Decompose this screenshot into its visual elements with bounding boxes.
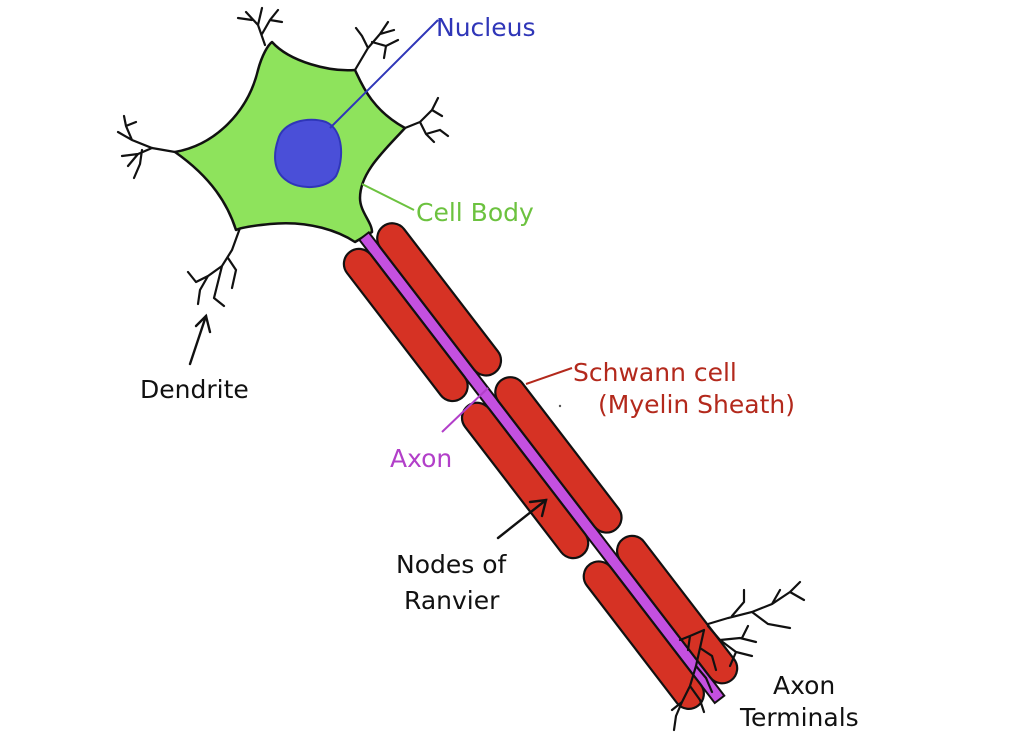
nucleus-leader-line [329,19,439,129]
axon-terminals-label-line1: Axon [773,671,836,700]
dendrite-arrow [188,313,212,366]
schwann-cell-label: Schwann cell [573,358,737,387]
nodes-of-ranvier-label-line2: Ranvier [404,586,500,615]
stray-dot [558,404,562,408]
axon-terminals-label-line2: Terminals [740,703,859,732]
myelin-segment-1 [342,222,503,403]
axon [342,222,739,710]
nucleus-shape [274,118,343,188]
axon-terminal-branches [670,580,806,732]
nodes-of-ranvier-label-line1: Nodes of [396,550,507,579]
axon-leader-line [441,387,489,433]
myelin-sheath-label: (Myelin Sheath) [598,390,795,419]
axon-label: Axon [390,444,453,473]
myelin-segment-2 [460,376,623,560]
cell-body-leader-line [361,183,415,211]
nucleus-label: Nucleus [436,13,536,42]
schwann-leader-line [525,367,573,385]
dendrite-label: Dendrite [140,375,249,404]
nodes-of-ranvier-arrow [496,498,548,540]
cell-body-label: Cell Body [416,198,534,227]
myelin-segment-3 [582,534,739,710]
dendrite-branches [116,6,450,308]
